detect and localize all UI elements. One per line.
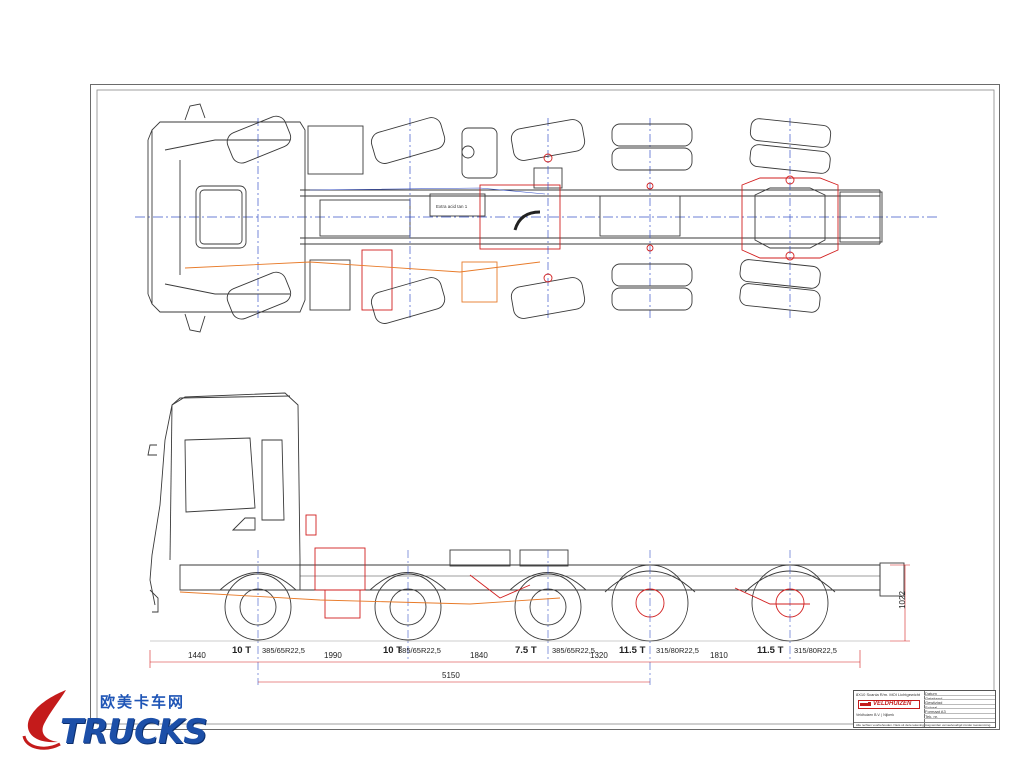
dim-segment-2: 1990 <box>324 651 342 660</box>
dim-segment-5: 1810 <box>710 651 728 660</box>
etrucks-logo: 欧美卡车网 TRUCKS <box>18 690 208 760</box>
tb-row-scale: Schaal <box>924 705 995 710</box>
dim-wheelbase-total: 5150 <box>442 671 460 680</box>
tb-row-changed: Gewijzigd <box>924 700 995 705</box>
dim-segment-1: 1440 <box>188 651 206 660</box>
tb-row-date: Datum <box>924 691 995 696</box>
axle-2-tyre: 385/65R22,5 <box>398 646 441 655</box>
side-view <box>147 392 910 685</box>
company-name: VELDHUIZEN <box>873 701 912 707</box>
company-address: Veldhuizen B.V. | Nijkerk <box>856 713 894 717</box>
axle-2-load: 10 T <box>383 645 403 656</box>
dim-height: 1022 <box>897 591 907 609</box>
plan-view <box>135 103 940 333</box>
tb-row-format: Formaat A3 <box>924 709 995 714</box>
company-logo-box: VELDHUIZEN <box>858 700 920 709</box>
logo-swoosh <box>22 690 67 750</box>
axle-1-tyre: 385/65R22,5 <box>262 646 305 655</box>
title-block: 8X10 Scania R/m. MOI Lichtgewicht VELDHU… <box>853 690 996 728</box>
axle-1-load: 10 T <box>232 645 252 656</box>
title-block-right: Datum Getekend Gewijzigd Schaal Formaat … <box>924 691 995 727</box>
axle-3-load: 7.5 T <box>515 645 537 656</box>
tb-row-number: Tek. nr. <box>924 714 995 719</box>
dim-segment-3: 1840 <box>470 651 488 660</box>
axle-4-tyre: 315/80R22,5 <box>656 646 699 655</box>
axle-3-tyre: 385/65R22,5 <box>552 646 595 655</box>
plan-text-box: Extra acid tan 1 <box>436 204 468 209</box>
tb-row-drawn: Getekend <box>924 696 995 701</box>
axle-5-tyre: 315/80R22,5 <box>794 646 837 655</box>
axle-5-load: 11.5 T <box>757 645 784 656</box>
logo-wordmark: TRUCKS <box>60 712 208 752</box>
dim-segment-4: 1320 <box>590 651 608 660</box>
title-block-footer: Alle rechten voorbehouden. Niets uit dez… <box>854 722 995 727</box>
company-truck-icon <box>860 702 871 706</box>
inner-frame <box>96 89 995 725</box>
axle-4-load: 11.5 T <box>619 645 646 656</box>
project-title: 8X10 Scania R/m. MOI Lichtgewicht <box>856 692 921 697</box>
logo-chinese-text: 欧美卡车网 <box>100 693 186 711</box>
